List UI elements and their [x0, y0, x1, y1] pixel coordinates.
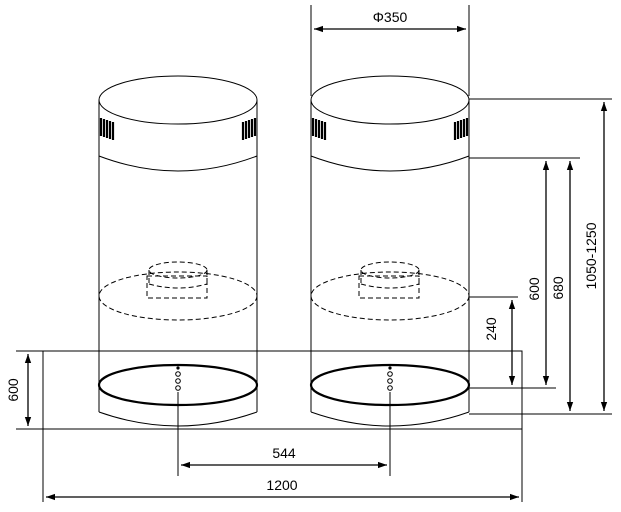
- dimension-diameter: Φ350: [314, 9, 466, 33]
- hood-height-label: 680: [550, 276, 566, 300]
- left-hood: [97, 75, 259, 476]
- left-hood-top-ellipse: [98, 75, 258, 125]
- right-hood-hidden-ellipse: [310, 271, 470, 321]
- right-hood-light-dots: [387, 366, 393, 391]
- left-hood-band-curve: [98, 155, 258, 172]
- dimension-inlet-offset: 240: [483, 300, 516, 385]
- dimension-center-spacing: 544: [181, 445, 387, 469]
- center-spacing-label: 544: [272, 445, 296, 461]
- panel-height-label: 600: [5, 378, 21, 402]
- right-hood-band-curve: [310, 155, 470, 172]
- total-width-label: 1200: [266, 477, 297, 493]
- left-hood-light-dots: [175, 366, 181, 391]
- base-panel: [42, 350, 523, 430]
- dimension-panel-height: 600: [5, 354, 32, 426]
- right-hood: [309, 75, 471, 476]
- dimension-column-height: 600: [526, 161, 550, 385]
- extension-lines: [16, 5, 612, 502]
- left-hood-hidden-ellipse: [98, 271, 258, 321]
- dimension-hood-height: 680: [550, 161, 574, 411]
- inlet-offset-label: 240: [483, 317, 499, 341]
- right-duct-connector: [358, 261, 420, 299]
- left-duct-connector: [146, 261, 208, 299]
- column-height-label: 600: [526, 277, 542, 301]
- dimension-total-width: 1200: [46, 477, 519, 501]
- diameter-label: Φ350: [373, 9, 408, 25]
- height-range-label: 1050-1250: [583, 222, 599, 289]
- right-hood-top-ellipse: [310, 75, 470, 125]
- right-hood-vent-icon: [311, 118, 469, 140]
- left-hood-vent-icon: [99, 118, 257, 140]
- dimension-height-range: 1050-1250: [583, 102, 608, 411]
